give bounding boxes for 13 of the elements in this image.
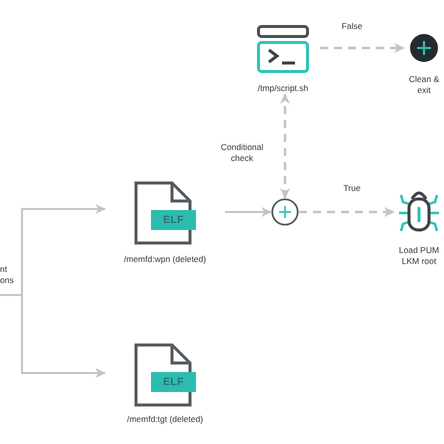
arrow xyxy=(0,294,106,378)
file-path-caption: /memfd:wpn (deleted) xyxy=(124,254,206,266)
step-caption: Clean & exit xyxy=(408,74,440,96)
file-type-label: ELF xyxy=(151,372,196,392)
file-path-caption: /memfd:tgt (deleted) xyxy=(126,414,204,426)
dashed-arrow xyxy=(280,92,290,200)
arrow xyxy=(225,207,272,217)
dashed-arrow xyxy=(299,207,396,217)
side-label: nt ons xyxy=(0,264,15,286)
file-type-label: ELF xyxy=(151,210,196,230)
dashed-arrow xyxy=(320,43,406,53)
file-path-caption: /tmp/script.sh xyxy=(258,83,308,94)
step-caption: Load PUM LKM root xyxy=(398,245,440,268)
